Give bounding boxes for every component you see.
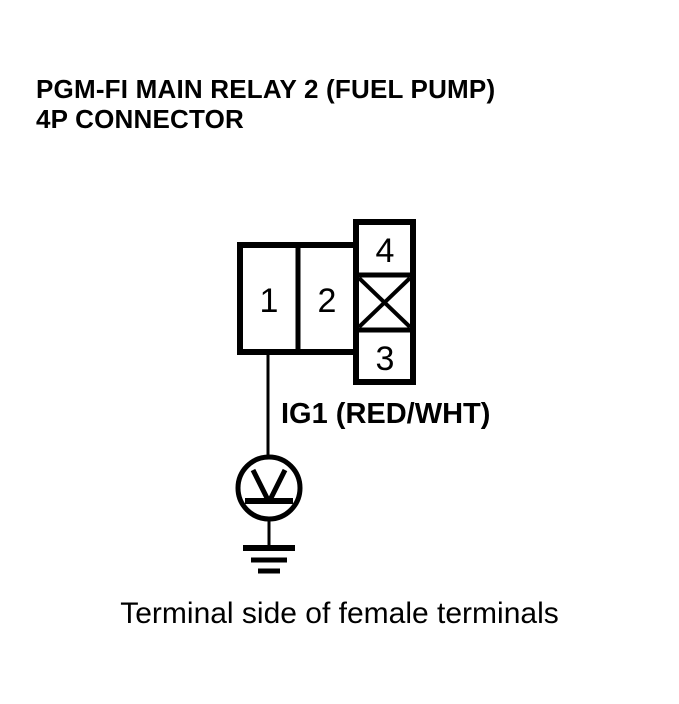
figure-caption: Terminal side of female terminals bbox=[120, 597, 559, 630]
terminal-cell-2: 2 bbox=[318, 282, 337, 320]
figure-title: PGM-FI MAIN RELAY 2 (FUEL PUMP) 4P CONNE… bbox=[36, 74, 656, 134]
voltmeter-symbol bbox=[235, 454, 303, 522]
connector-left-block: 1 2 bbox=[237, 242, 359, 355]
terminal-cell-1: 1 bbox=[260, 282, 279, 320]
blocked-cell-cross-stroke-b bbox=[357, 276, 412, 329]
terminal-cell-4: 4 bbox=[376, 232, 395, 270]
figure-title-line-2: 4P CONNECTOR bbox=[36, 104, 245, 134]
voltmeter-circle bbox=[235, 454, 303, 522]
terminal-cell-4-label: 4 bbox=[376, 232, 395, 270]
wire-circuit-label: IG1 (RED/WHT) bbox=[281, 398, 491, 430]
terminal-cell-1-label: 1 bbox=[260, 282, 279, 320]
figure-title-line-1: PGM-FI MAIN RELAY 2 (FUEL PUMP) bbox=[36, 74, 496, 104]
terminal-cell-3: 3 bbox=[376, 340, 395, 378]
voltmeter-v-stroke-right bbox=[266, 468, 288, 504]
voltmeter-v-stroke-left bbox=[250, 468, 272, 504]
connector-right-block: 4 3 bbox=[353, 219, 416, 385]
terminal-cell-2-label: 2 bbox=[318, 282, 337, 320]
terminal-cell-3-label: 3 bbox=[376, 340, 395, 378]
ground-connection bbox=[243, 519, 295, 574]
terminal-cell-blocked bbox=[357, 276, 412, 329]
